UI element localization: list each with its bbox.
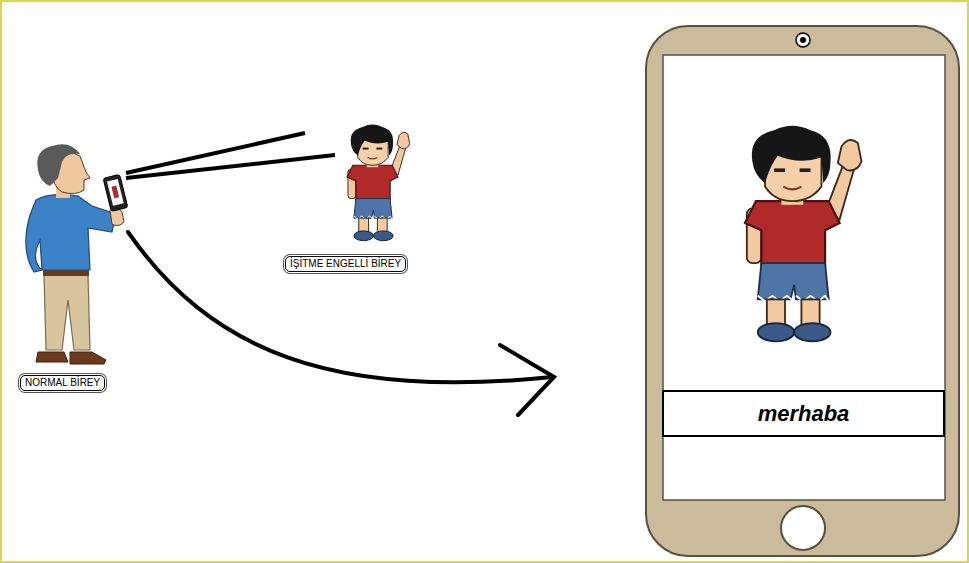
label-text: İŞİTME ENGELLİ BİREY bbox=[290, 258, 401, 270]
illustration-circle bbox=[800, 37, 806, 43]
person-label: İŞİTME ENGELLİ BİREY bbox=[285, 256, 406, 272]
curved-arrow bbox=[128, 232, 554, 415]
illustration-line bbox=[126, 155, 335, 178]
illustration-rect bbox=[107, 179, 124, 206]
illustration-rect bbox=[646, 26, 959, 556]
illustration-rect bbox=[663, 55, 945, 500]
child-figure bbox=[347, 125, 410, 241]
caption-box: merhaba bbox=[662, 390, 945, 437]
child-figure-on-screen bbox=[745, 126, 861, 342]
man-figure bbox=[26, 144, 128, 364]
phone-device bbox=[646, 26, 959, 556]
illustration-rect bbox=[103, 174, 128, 211]
camera-view-lines bbox=[126, 133, 335, 178]
illustration-rect bbox=[111, 185, 119, 198]
illustration-circle bbox=[781, 506, 825, 550]
illustration-path bbox=[128, 232, 552, 382]
illustration-path bbox=[26, 195, 116, 272]
label-text: NORMAL BİREY bbox=[25, 377, 100, 389]
illustration-circle bbox=[796, 33, 810, 47]
illustration-path bbox=[500, 345, 554, 415]
label-text: merhaba bbox=[758, 401, 850, 427]
illustration-path bbox=[36, 352, 106, 364]
illustration-path bbox=[37, 144, 80, 186]
illustration-path bbox=[44, 275, 90, 350]
person-label: NORMAL BİREY bbox=[20, 375, 105, 391]
